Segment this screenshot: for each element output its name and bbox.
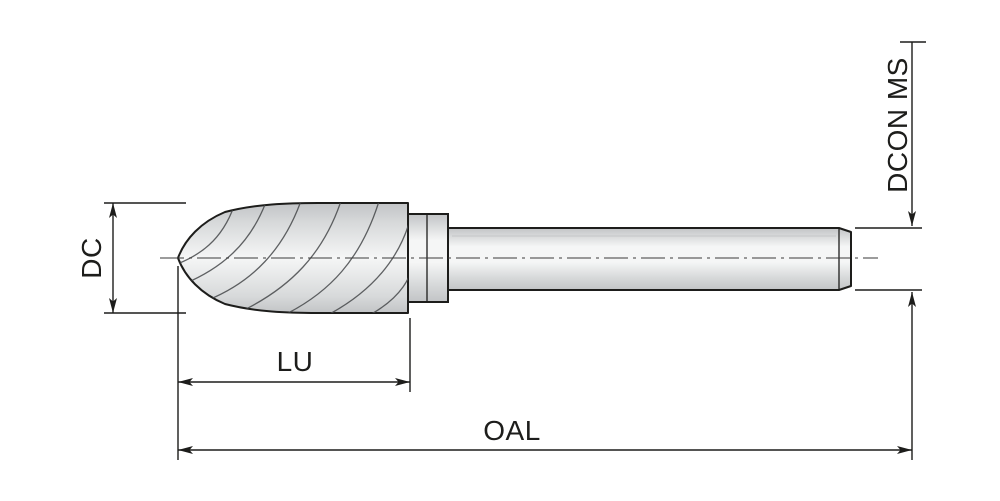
burr-tool	[160, 202, 878, 314]
shank-body	[447, 227, 852, 291]
burr-head	[177, 202, 409, 314]
oal-label: OAL	[483, 415, 541, 446]
dc-dimension: DC	[76, 202, 186, 314]
dcon-label: DCON MS	[882, 57, 913, 193]
dc-label: DC	[76, 237, 107, 278]
flute-line	[317, 219, 408, 313]
shank	[447, 227, 852, 291]
dcon-dimension: DCON MS	[855, 41, 926, 460]
flute-line	[359, 247, 408, 313]
flute-lines	[178, 203, 408, 313]
oal-dimension: OAL	[178, 415, 912, 454]
flute-line	[277, 203, 381, 313]
lu-dimension: LU	[177, 266, 411, 460]
flute-line	[207, 203, 303, 301]
flute-line	[183, 203, 267, 285]
lu-label: LU	[277, 346, 314, 377]
flute-line	[178, 205, 235, 267]
flute-line	[239, 203, 343, 313]
